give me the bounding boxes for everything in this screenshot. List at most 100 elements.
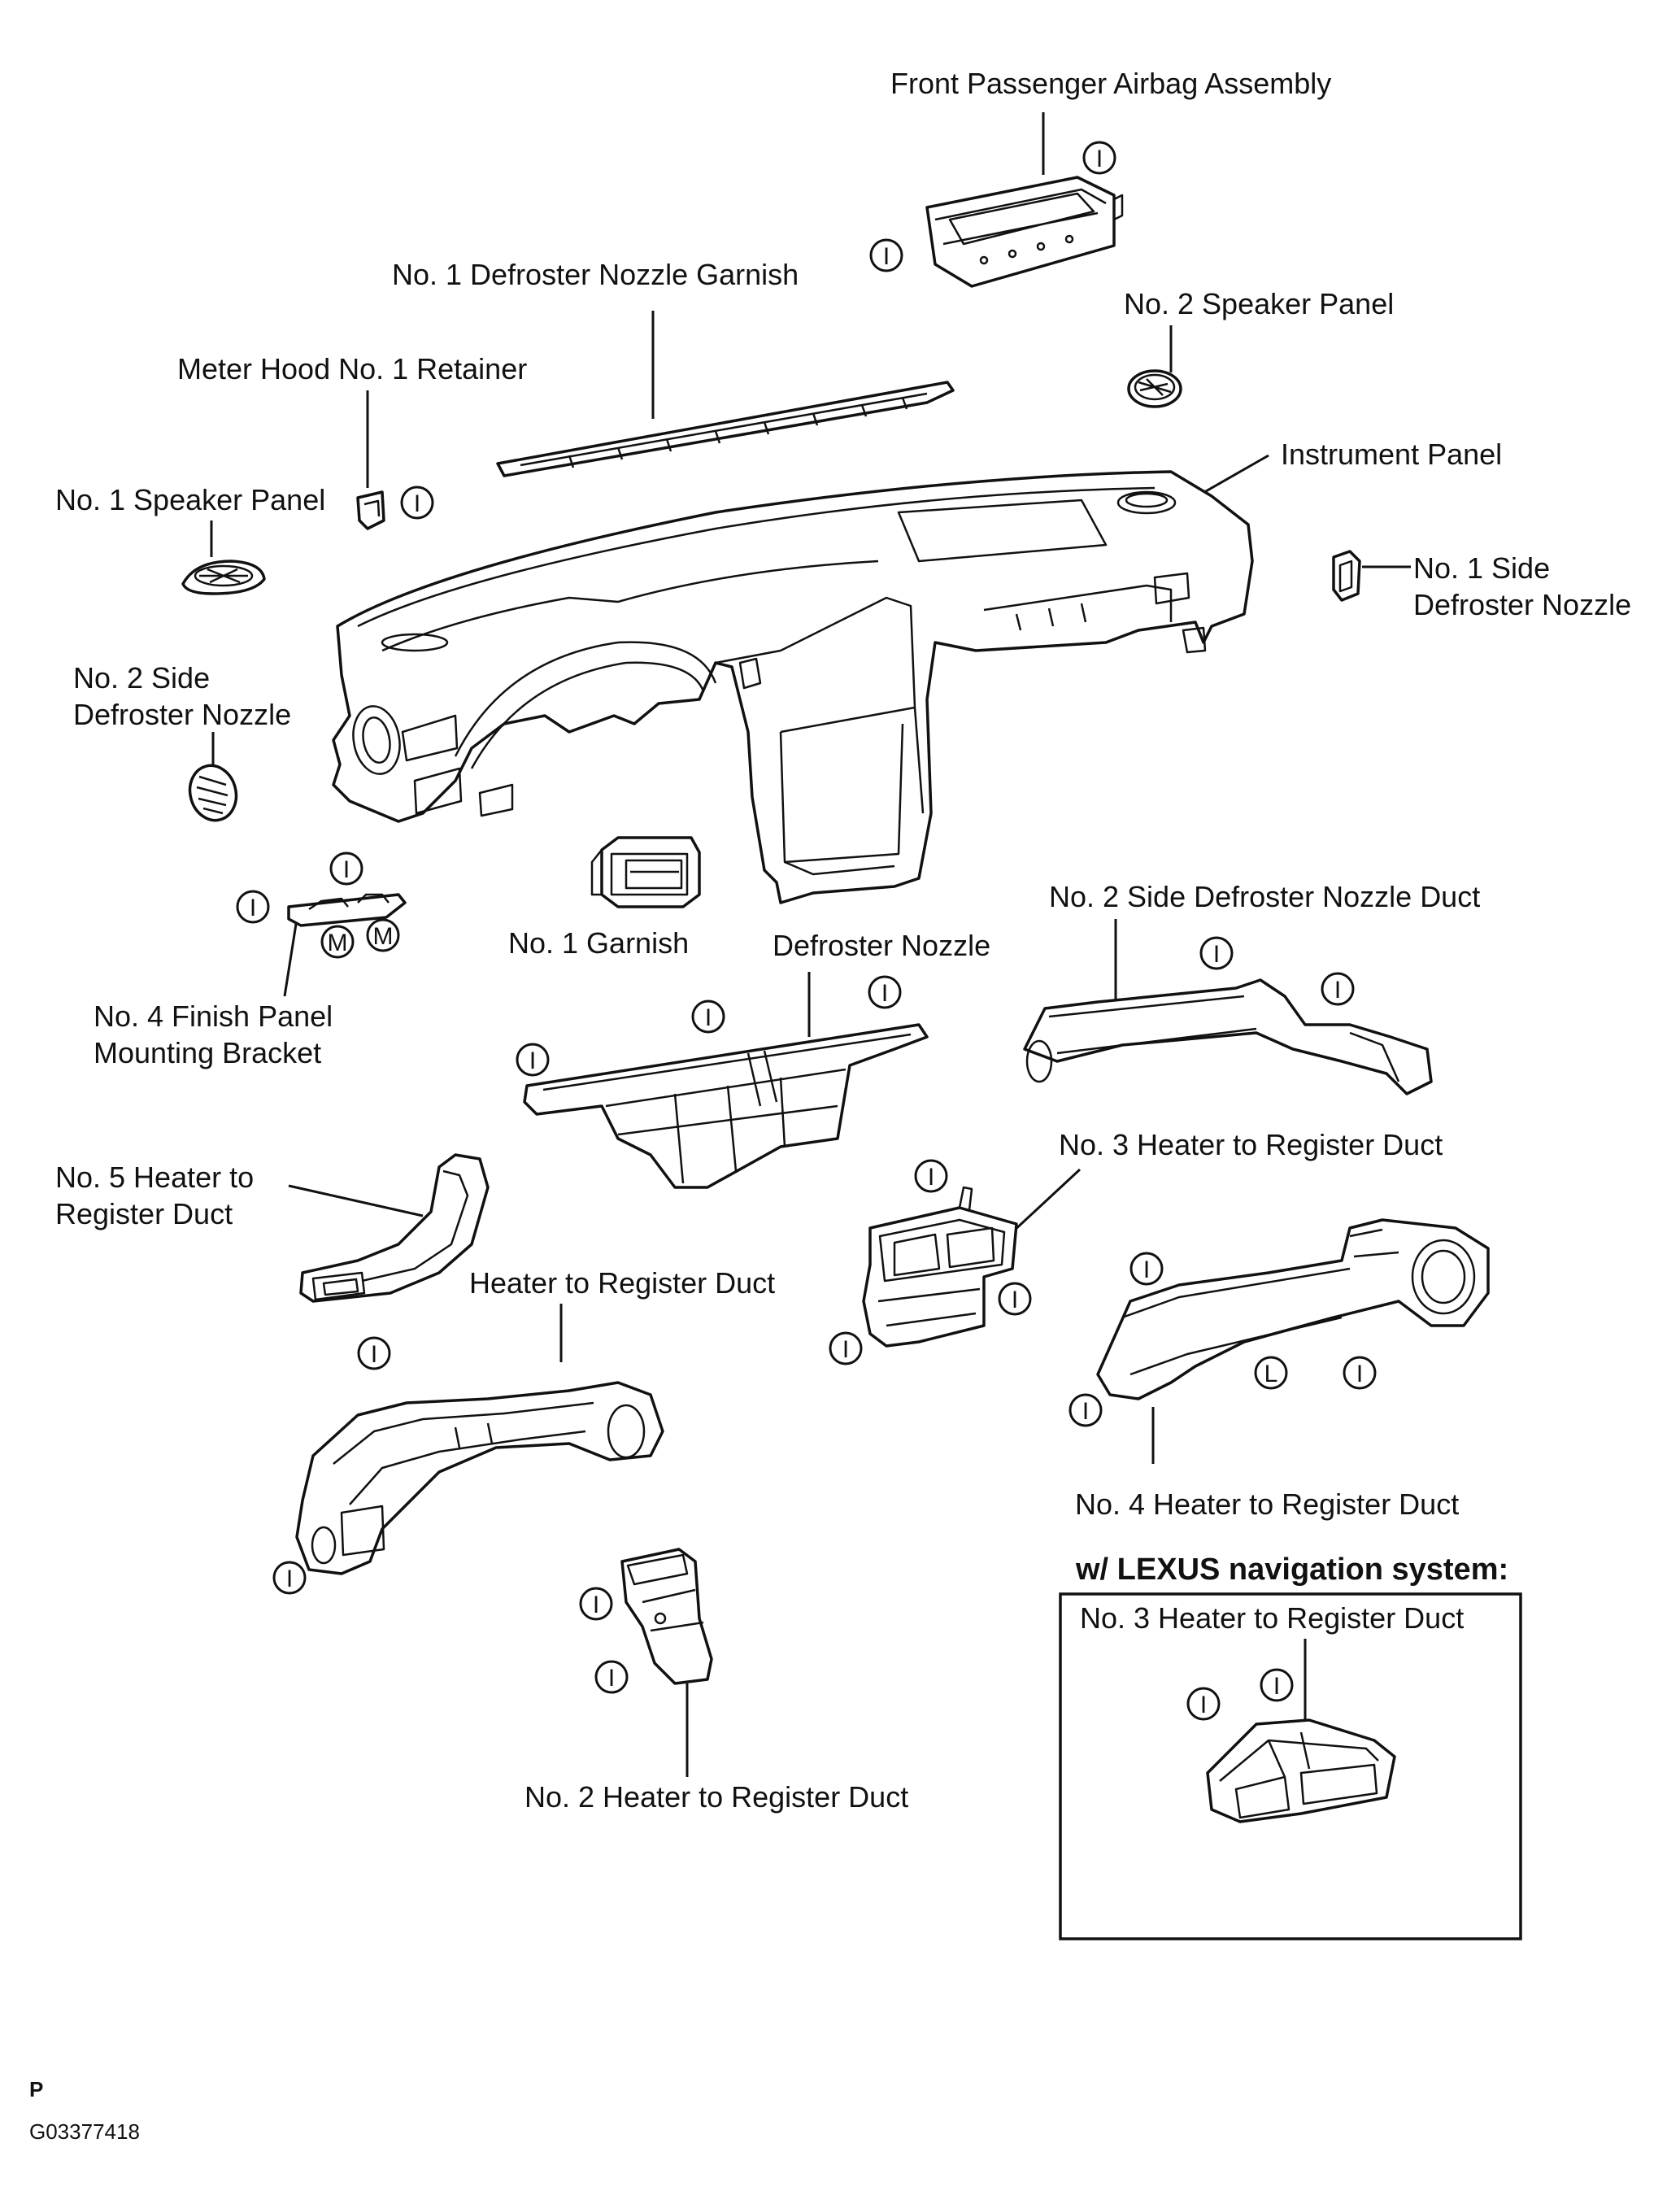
no2-speaker-panel [1127, 369, 1182, 408]
nav-no3-heater-duct [1206, 1718, 1396, 1823]
leader-no5-duct [288, 1184, 424, 1217]
marker-I: I [1129, 1252, 1164, 1286]
leader-no3-duct [1011, 1168, 1082, 1234]
label-no3-duct: No. 3 Heater to Register Duct [1059, 1128, 1443, 1161]
marker-I: I [1260, 1668, 1294, 1702]
label-nav-no3-duct: No. 3 Heater to Register Duct [1080, 1601, 1464, 1635]
marker-M: M [366, 918, 400, 952]
label-bracket-line1: No. 4 Finish Panel [94, 1000, 333, 1033]
svg-text:I: I [1334, 977, 1341, 1004]
svg-text:I: I [1356, 1361, 1363, 1387]
instrument-panel [332, 470, 1254, 904]
label-defroster-nozzle-garnish: No. 1 Defroster Nozzle Garnish [392, 258, 799, 291]
marker-I: I [516, 1043, 550, 1077]
marker-I: I [579, 1587, 613, 1621]
label-nav-system-title: w/ LEXUS navigation system: [1075, 1553, 1508, 1587]
labels: Front Passenger Airbag Assembly No. 1 De… [29, 67, 1631, 2144]
no1-garnish [590, 836, 701, 908]
defroster-nozzle [523, 1023, 929, 1189]
label-airbag: Front Passenger Airbag Assembly [890, 67, 1331, 100]
svg-text:I: I [842, 1336, 849, 1363]
svg-text:I: I [286, 1566, 293, 1592]
label-meter-hood-retainer: Meter Hood No. 1 Retainer [177, 352, 527, 385]
svg-text:I: I [608, 1665, 615, 1692]
svg-text:I: I [371, 1341, 377, 1368]
svg-text:M: M [373, 923, 394, 950]
marker-I: I [594, 1660, 629, 1694]
no1-speaker-panel [181, 560, 266, 595]
heater-to-register-duct [295, 1381, 664, 1575]
svg-text:I: I [705, 1004, 712, 1031]
svg-text:I: I [883, 243, 890, 270]
marker-I: I [869, 238, 903, 272]
label-bracket-line2: Mounting Bracket [94, 1036, 321, 1069]
svg-text:M: M [328, 930, 348, 956]
no4-heater-duct [1096, 1218, 1490, 1400]
marker-I: I [236, 890, 270, 924]
marker-I: I [1321, 972, 1355, 1006]
marker-I: I [829, 1331, 863, 1365]
no2-heater-duct [620, 1548, 713, 1685]
svg-text:I: I [529, 1047, 536, 1074]
marker-I: I [357, 1336, 391, 1370]
svg-text:I: I [881, 980, 888, 1007]
marker-I: I [1199, 936, 1234, 970]
label-no2-side-defroster-duct: No. 2 Side Defroster Nozzle Duct [1049, 880, 1480, 913]
svg-text:I: I [1213, 941, 1220, 968]
footer-letter: P [29, 2077, 43, 2101]
svg-text:I: I [1143, 1256, 1150, 1283]
label-no5-duct-line2: Register Duct [55, 1197, 233, 1230]
marker-I: I [868, 975, 902, 1009]
marker-I: I [1343, 1356, 1377, 1390]
no1-side-defroster-nozzle [1332, 550, 1361, 602]
marker-L: L [1254, 1356, 1288, 1390]
label-no2-speaker-panel: No. 2 Speaker Panel [1124, 287, 1394, 320]
marker-I: I [400, 486, 434, 520]
marker-I: I [272, 1561, 307, 1595]
svg-text:I: I [414, 490, 420, 517]
marker-I: I [691, 1000, 725, 1034]
label-no5-duct-line1: No. 5 Heater to [55, 1161, 254, 1194]
leader-bracket [283, 918, 298, 997]
leader-lines [210, 112, 1411, 1777]
no5-heater-duct [299, 1153, 490, 1303]
marker-I: I [329, 851, 363, 886]
meter-hood-retainer [356, 490, 385, 530]
svg-text:I: I [250, 895, 256, 921]
label-heater-register-duct: Heater to Register Duct [469, 1266, 775, 1300]
label-defroster-nozzle: Defroster Nozzle [773, 929, 990, 962]
marker-I: I [1082, 141, 1116, 175]
label-no2-side-nozzle-line1: No. 2 Side [73, 661, 210, 695]
defroster-nozzle-garnish [496, 381, 955, 477]
marker-M: M [320, 925, 355, 959]
fastener-markers: I I I I I M M I I I I I I I I I L I I I … [236, 141, 1377, 1721]
nav-system-inset-box [1059, 1592, 1522, 1940]
svg-text:I: I [1273, 1673, 1280, 1700]
marker-I: I [998, 1282, 1032, 1316]
svg-text:I: I [593, 1592, 599, 1618]
marker-I: I [1186, 1687, 1221, 1721]
svg-text:I: I [343, 856, 350, 883]
svg-text:I: I [1082, 1398, 1089, 1425]
airbag-assembly [925, 176, 1124, 288]
no2-side-defroster-duct [1023, 978, 1433, 1095]
svg-text:I: I [1012, 1287, 1018, 1313]
label-no1-speaker-panel: No. 1 Speaker Panel [55, 483, 325, 516]
label-no1-side-nozzle-line1: No. 1 Side [1413, 551, 1550, 585]
marker-I: I [914, 1159, 948, 1193]
marker-I: I [1068, 1393, 1103, 1427]
label-no2-side-nozzle-line2: Defroster Nozzle [73, 698, 291, 731]
svg-text:I: I [928, 1164, 934, 1191]
label-no2-duct: No. 2 Heater to Register Duct [524, 1780, 908, 1814]
label-instrument-panel: Instrument Panel [1281, 438, 1502, 471]
svg-text:L: L [1264, 1361, 1278, 1387]
label-no1-garnish: No. 1 Garnish [508, 926, 689, 960]
footer-code: G03377418 [29, 2119, 140, 2144]
finish-panel-bracket [287, 893, 407, 927]
svg-text:I: I [1096, 146, 1103, 172]
label-no1-side-nozzle-line2: Defroster Nozzle [1413, 588, 1631, 621]
label-no4-duct: No. 4 Heater to Register Duct [1075, 1487, 1459, 1521]
no3-heater-duct [862, 1186, 1018, 1348]
no2-side-defroster-nozzle [188, 764, 238, 822]
